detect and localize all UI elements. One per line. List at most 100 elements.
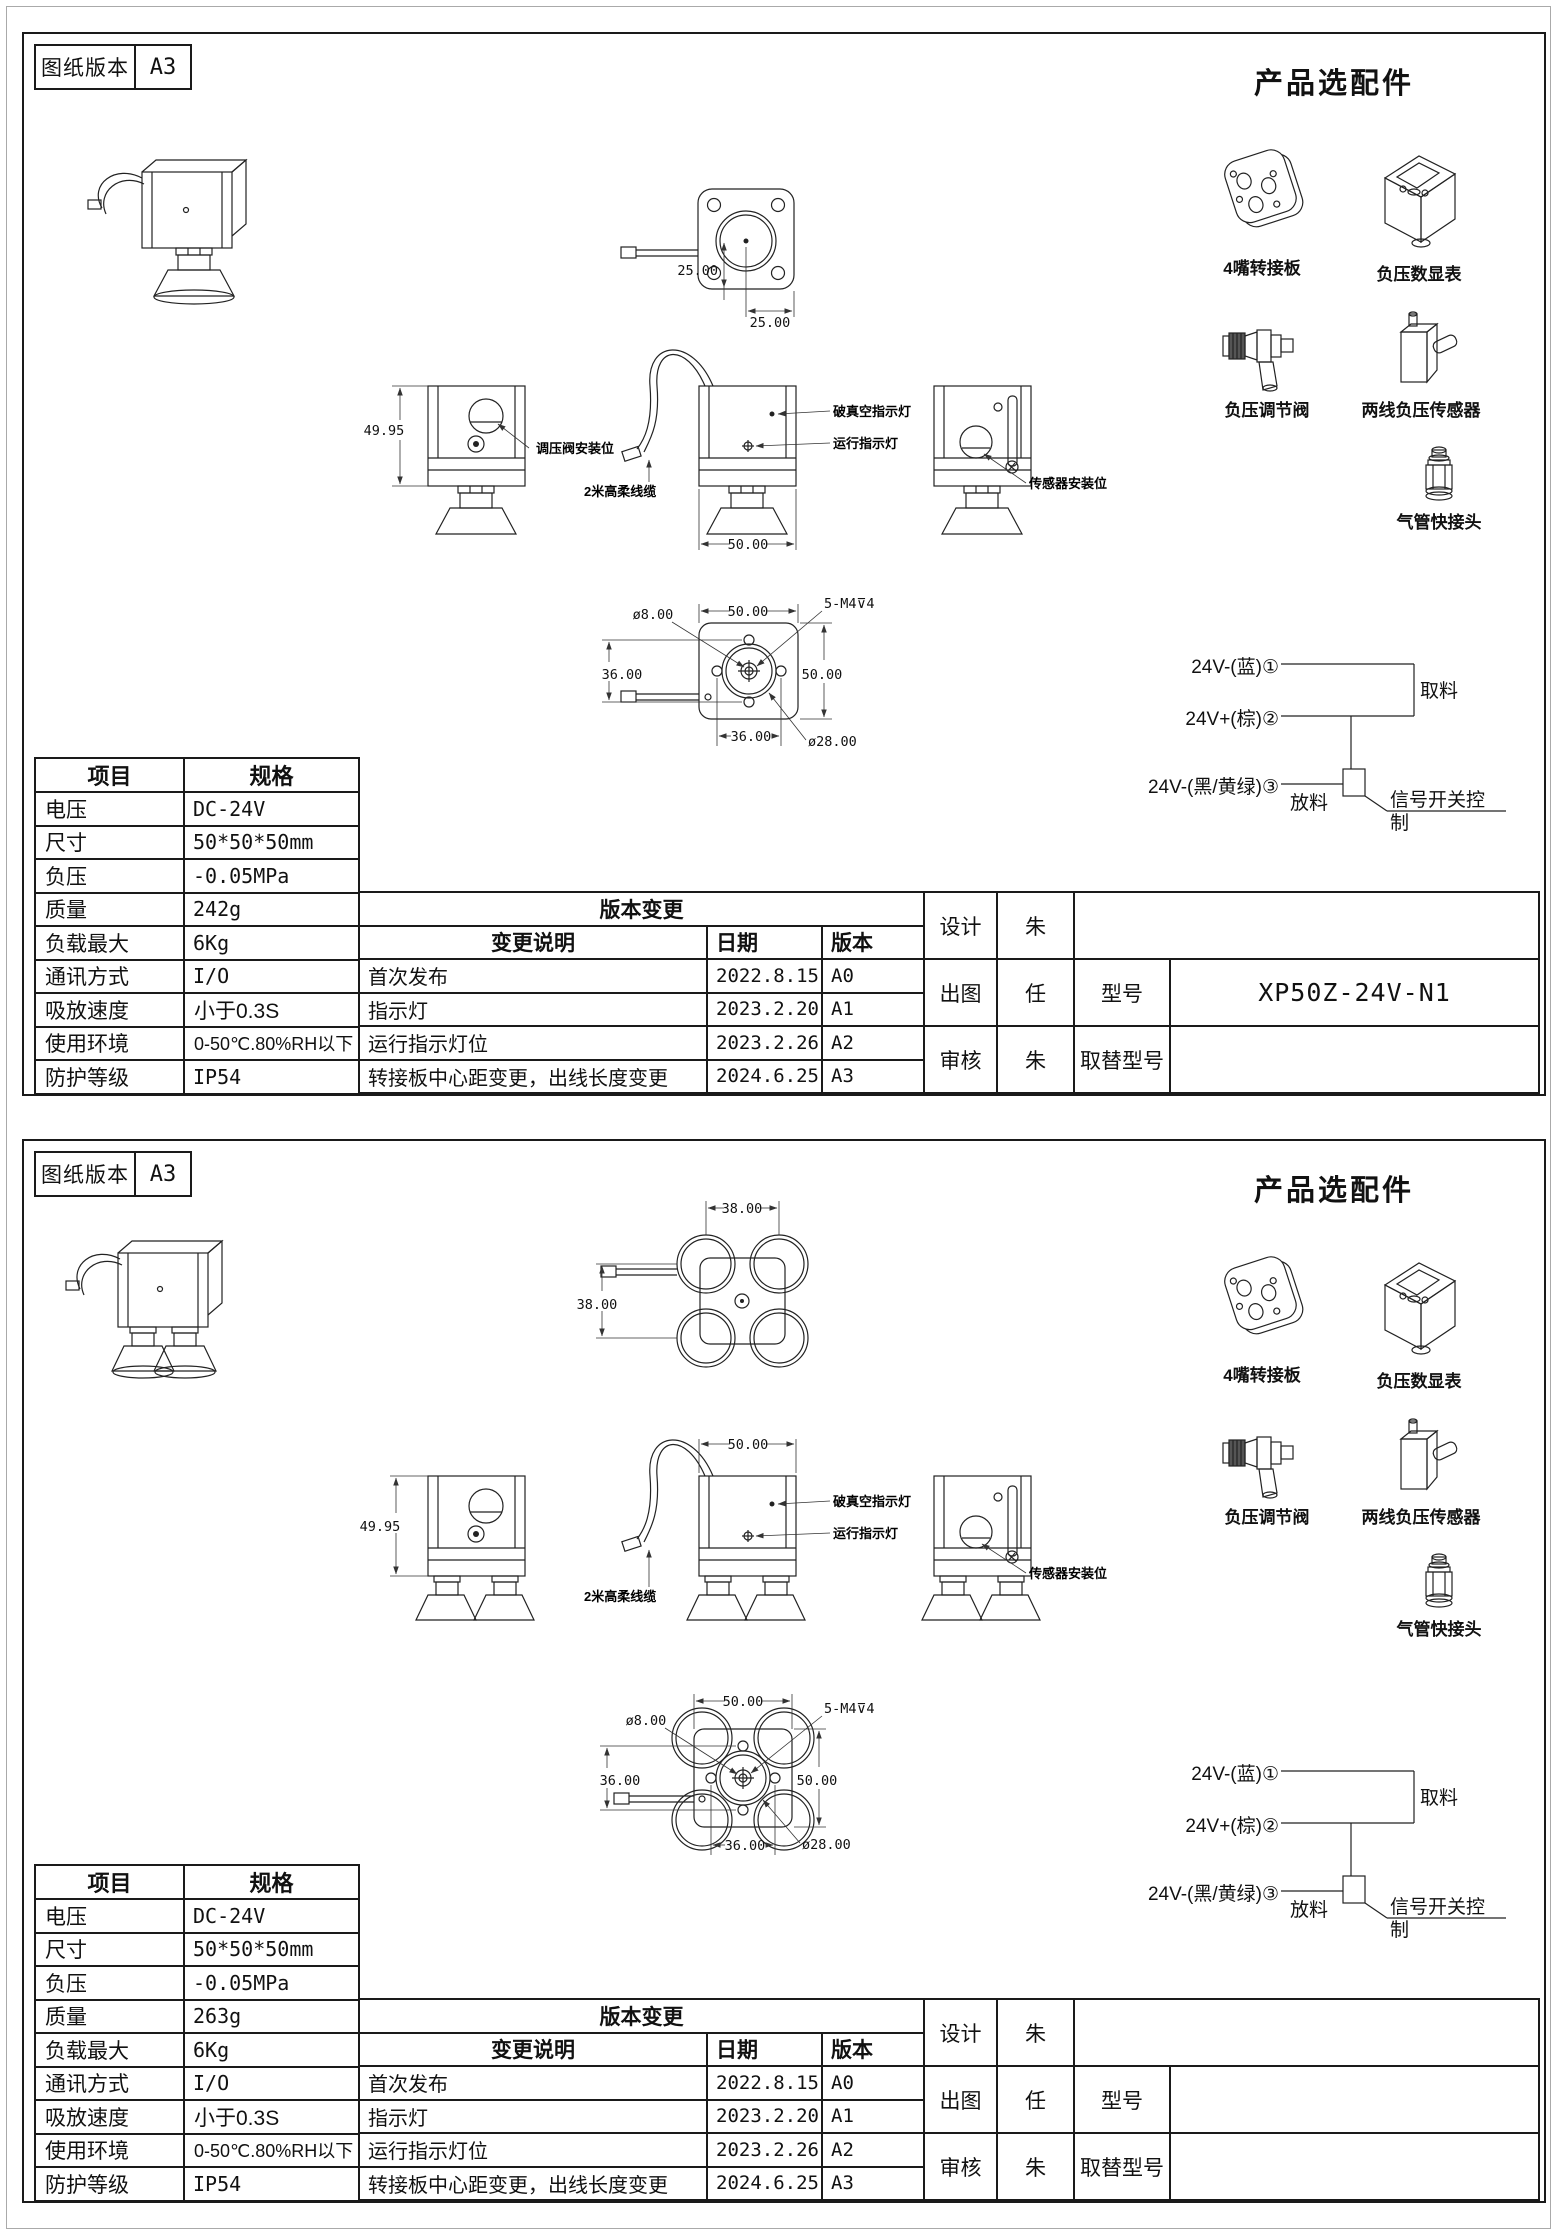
model-label: 型号 xyxy=(1073,958,1171,1027)
table-row: 项目规格 xyxy=(34,757,360,793)
accessory-quick-connector: 气管快接头 xyxy=(1364,442,1514,533)
dim-text: 36.00 xyxy=(602,667,643,683)
plot-label: 出图 xyxy=(923,2065,998,2134)
accessories-title: 产品选配件 xyxy=(1253,1175,1414,1207)
dim-text: 36.00 xyxy=(731,729,772,745)
table-row: 吸放速度小于0.3S xyxy=(34,2099,360,2135)
table-row: 出图 任 型号 xyxy=(923,2065,1540,2134)
drawing-version-box: 图纸版本 A3 xyxy=(34,1151,192,1197)
place-label: 放料 xyxy=(1290,793,1329,814)
wire-blue-label: 24V-(蓝)① xyxy=(1191,1764,1279,1785)
dim-text: 49.95 xyxy=(360,1519,401,1535)
valve-port-label: 调压阀安装位 xyxy=(536,441,614,456)
place-label: 放料 xyxy=(1290,1900,1329,1921)
pick-label: 取料 xyxy=(1420,1788,1459,1809)
accessory-label: 4嘴转接板 xyxy=(1223,259,1301,278)
vacuum-sensor-icon xyxy=(1346,308,1496,392)
drawing-version-label: 图纸版本 xyxy=(36,46,136,88)
dim-text: 38.00 xyxy=(722,1201,763,1217)
signal-switch-label: 信号开关控制 xyxy=(1390,790,1486,834)
table-row: 负压-0.05MPa xyxy=(34,1965,360,2001)
table-row: 吸放速度小于0.3S xyxy=(34,992,360,1028)
dim-text: 25.00 xyxy=(677,263,718,279)
drawing-sheet-1: 图纸版本 A3 产品选配件 4嘴转接板 xyxy=(22,32,1546,1096)
replace-model-value xyxy=(1169,1025,1540,1094)
review-label: 审核 xyxy=(923,1025,998,1094)
accessory-regulator-valve: 负压调节阀 xyxy=(1192,1419,1342,1528)
vacuum-gauge-icon xyxy=(1344,138,1494,256)
drawing-version-label: 图纸版本 xyxy=(36,1153,136,1195)
vacuum-gauge-icon xyxy=(1344,1245,1494,1363)
table-row: 负压-0.05MPa xyxy=(34,858,360,894)
replace-model-label: 取替型号 xyxy=(1073,2132,1171,2201)
accessory-adapter-plate: 4嘴转接板 xyxy=(1187,1239,1337,1386)
empty-cell xyxy=(1073,1998,1540,2067)
dim-text: 50.00 xyxy=(802,667,843,683)
dim-text: 50.00 xyxy=(723,1694,764,1710)
drawing-version-value: A3 xyxy=(149,54,177,80)
run-indicator-label: 运行指示灯 xyxy=(833,1526,898,1541)
drawing-version-value: A3 xyxy=(149,1161,177,1187)
vacuum-break-indicator-label: 破真空指示灯 xyxy=(833,404,911,419)
accessory-label: 负压数显表 xyxy=(1376,265,1462,284)
accessory-label: 4嘴转接板 xyxy=(1223,1366,1301,1385)
dim-text: 5-M4⊽4 xyxy=(824,1701,875,1717)
accessory-label: 负压数显表 xyxy=(1376,1372,1462,1391)
sensor-port-label: 传感器安装位 xyxy=(1028,1566,1107,1581)
accessory-label: 两线负压传感器 xyxy=(1361,401,1481,420)
plotter-name: 任 xyxy=(996,2065,1075,2134)
cable-label: 2米高柔线缆 xyxy=(584,484,656,499)
dim-text: 36.00 xyxy=(600,1773,641,1789)
regulator-valve-icon xyxy=(1192,1419,1342,1499)
wire-blue-label: 24V-(蓝)① xyxy=(1191,657,1279,678)
vacuum-sensor-icon xyxy=(1346,1415,1496,1499)
review-label: 审核 xyxy=(923,2132,998,2201)
dim-text: 36.00 xyxy=(725,1838,766,1854)
wire-brown-label: 24V+(棕)② xyxy=(1185,1816,1279,1837)
replace-model-label: 取替型号 xyxy=(1073,1025,1171,1094)
accessory-label: 气管快接头 xyxy=(1396,1620,1482,1639)
empty-cell xyxy=(1073,891,1540,960)
adapter-plate-icon xyxy=(1187,1239,1337,1357)
signal-switch-label: 信号开关控制 xyxy=(1390,1897,1486,1941)
drawing-version-box: 图纸版本 A3 xyxy=(34,44,192,90)
designer-name: 朱 xyxy=(996,891,1075,960)
dim-text: 50.00 xyxy=(728,604,769,620)
model-label: 型号 xyxy=(1073,2065,1171,2134)
accessory-quick-connector: 气管快接头 xyxy=(1364,1549,1514,1640)
cable-label: 2米高柔线缆 xyxy=(584,1589,656,1604)
accessory-adapter-plate: 4嘴转接板 xyxy=(1187,132,1337,279)
table-row: 变更说明 日期 版本 xyxy=(358,924,926,960)
dim-text: 49.95 xyxy=(364,423,405,439)
model-value: XP50Z-24V-N1 xyxy=(1169,958,1540,1027)
replace-model-value xyxy=(1169,2132,1540,2201)
accessory-label: 负压调节阀 xyxy=(1224,1508,1310,1527)
table-row: 项目规格 xyxy=(34,1864,360,1900)
table-row: 设计 朱 xyxy=(923,891,1540,960)
reviewer-name: 朱 xyxy=(996,1025,1075,1094)
dim-text: 50.00 xyxy=(728,1437,769,1453)
wire-black-label: 24V-(黑/黄绿)③ xyxy=(1147,777,1279,798)
table-row: 出图 任 型号 XP50Z-24V-N1 xyxy=(923,958,1540,1027)
adapter-plate-icon xyxy=(1187,132,1337,250)
dim-text: ø28.00 xyxy=(802,1837,851,1853)
design-label: 设计 xyxy=(923,891,998,960)
approval-table: 设计 朱 出图 任 型号 XP50Z-24V-N1 审核 朱 取替型号 xyxy=(923,891,1540,1094)
wire-black-label: 24V-(黑/黄绿)③ xyxy=(1147,1884,1279,1905)
